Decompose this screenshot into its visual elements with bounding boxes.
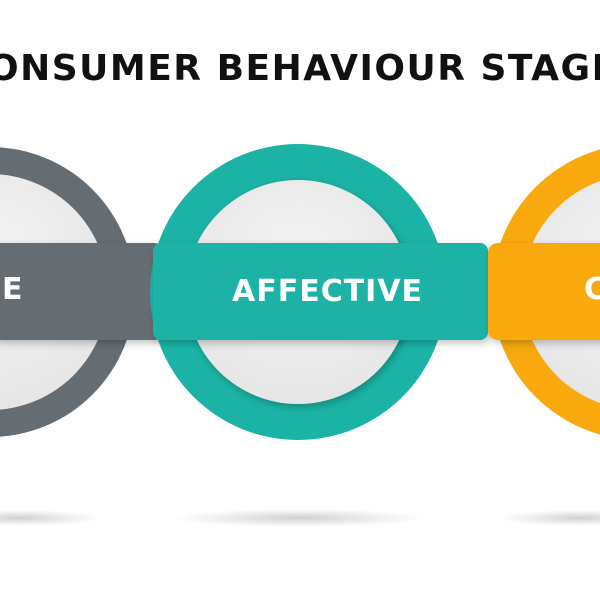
stage-2-label: AFFECTIVE <box>232 274 424 309</box>
stage-1-label: E <box>2 272 24 307</box>
title-area: ONSUMER BEHAVIOUR STAGE <box>0 0 600 120</box>
stage-3-band <box>488 243 600 340</box>
floor-shadow-center <box>173 509 423 527</box>
stage-1-band <box>0 243 164 340</box>
diagram-title: ONSUMER BEHAVIOUR STAGE <box>0 48 600 89</box>
floor-shadow-left <box>0 510 100 526</box>
floor-shadow-right <box>500 510 600 526</box>
stage-3-label: C <box>584 272 600 307</box>
stage-2-band <box>153 243 488 340</box>
